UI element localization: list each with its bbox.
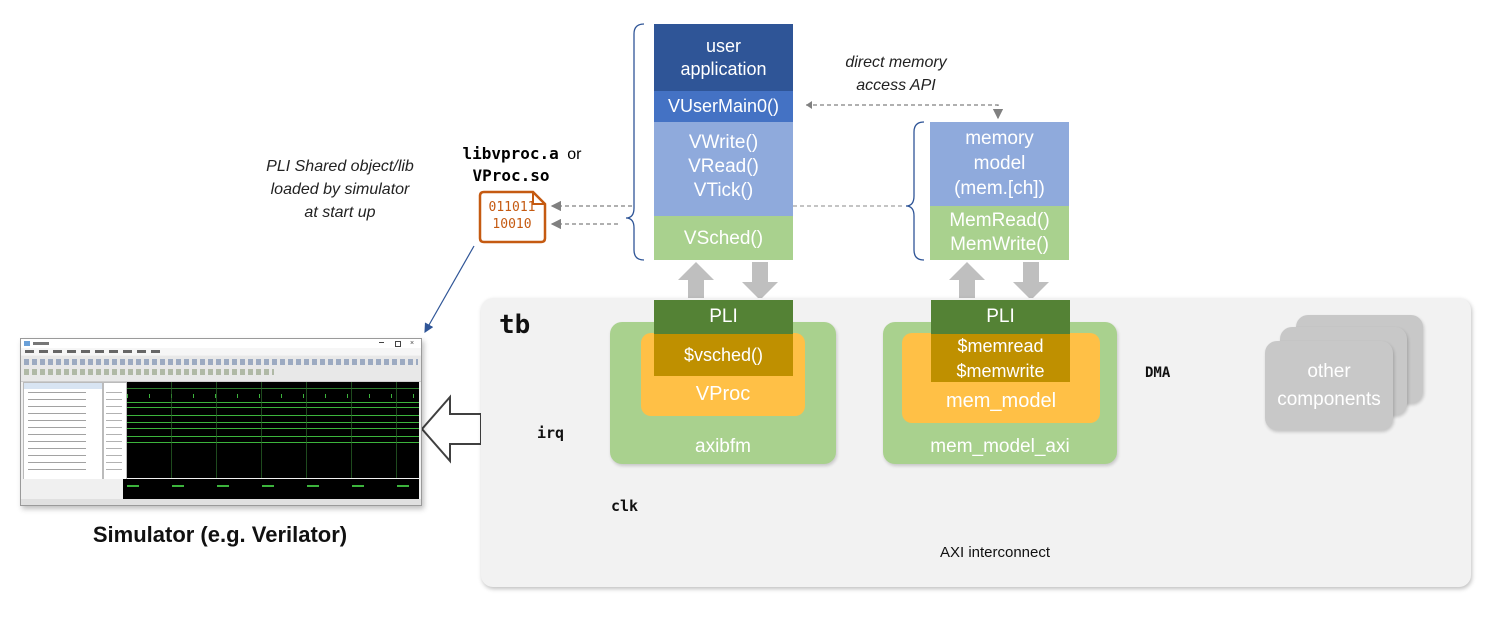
vproc-api-block: VWrite() VRead() VTick() <box>654 122 793 216</box>
memory-bracket <box>905 121 925 261</box>
grey-up-arrow-left <box>678 262 714 300</box>
mem-functions-block: MemRead() MemWrite() <box>930 206 1069 260</box>
library-name-line1: libvproc.a or <box>462 144 582 163</box>
library-name-line2: VProc.so <box>472 166 550 185</box>
simulator-window: × <box>20 338 422 506</box>
library-bits-line2: 10010 <box>492 217 532 232</box>
mem-model-axi-label: mem_model_axi <box>930 436 1070 457</box>
axi-bus-label: AXI interconnect <box>939 544 1051 561</box>
dma-label: DMA <box>1145 365 1171 381</box>
user-application-label: user application <box>680 35 767 79</box>
simulator-statusbar <box>21 499 421 505</box>
memread-task: $memread <box>957 336 1044 356</box>
vread-label: VRead() <box>688 156 759 177</box>
other-components-card: other components <box>1265 341 1393 430</box>
grey-down-arrow-left <box>742 262 778 300</box>
direct-memory-label: direct memory access API <box>845 54 947 94</box>
simulator-toolbar <box>21 356 421 382</box>
axibfm-label: axibfm <box>695 436 751 457</box>
mem-tasks: $memread $memwrite <box>931 334 1070 382</box>
stack-bracket <box>625 23 645 261</box>
simulator-values <box>103 382 127 480</box>
vwrite-label: VWrite() <box>688 132 759 153</box>
memread-label: MemRead() <box>949 210 1050 231</box>
simulator-timeline <box>23 479 419 499</box>
tb-label: tb <box>499 310 531 340</box>
vusermain-label: VUserMain0() <box>667 96 780 116</box>
memory-model-block: memory model (mem.[ch]) <box>930 122 1069 206</box>
simulator-menubar <box>21 348 421 355</box>
library-file-icon <box>478 190 547 244</box>
irq-label: irq <box>537 424 565 442</box>
memwrite-label: MemWrite() <box>950 234 1049 255</box>
simulator-caption: Simulator (e.g. Verilator) <box>92 522 348 547</box>
grey-up-arrow-right <box>949 262 985 300</box>
vtick-label: VTick() <box>693 180 754 201</box>
vproc-label: VProc <box>695 383 751 405</box>
library-bits-line1: 011011 <box>488 200 536 215</box>
simulator-waveform <box>127 382 419 478</box>
tb-to-simulator-arrow <box>420 394 482 464</box>
simulator-signal-list <box>23 382 103 480</box>
vusermain-block: VUserMain0() <box>654 91 793 122</box>
vsched-block: VSched() <box>654 216 793 260</box>
clk-label: clk <box>611 497 639 515</box>
grey-down-arrow-right <box>1013 262 1049 300</box>
vsched-label: VSched() <box>683 227 764 249</box>
vsched-task: $vsched() <box>654 334 793 376</box>
user-application-block: user application <box>654 24 793 91</box>
mem-model-label: mem_model <box>945 390 1057 412</box>
library-to-simulator-arrow <box>424 245 475 334</box>
pli-note: PLI Shared object/lib loaded by simulato… <box>266 158 414 221</box>
memwrite-task: $memwrite <box>956 361 1045 381</box>
direct-memory-arrow <box>806 104 1004 120</box>
pli-axibfm: PLI <box>654 300 793 334</box>
pli-mem-model: PLI <box>931 300 1070 334</box>
